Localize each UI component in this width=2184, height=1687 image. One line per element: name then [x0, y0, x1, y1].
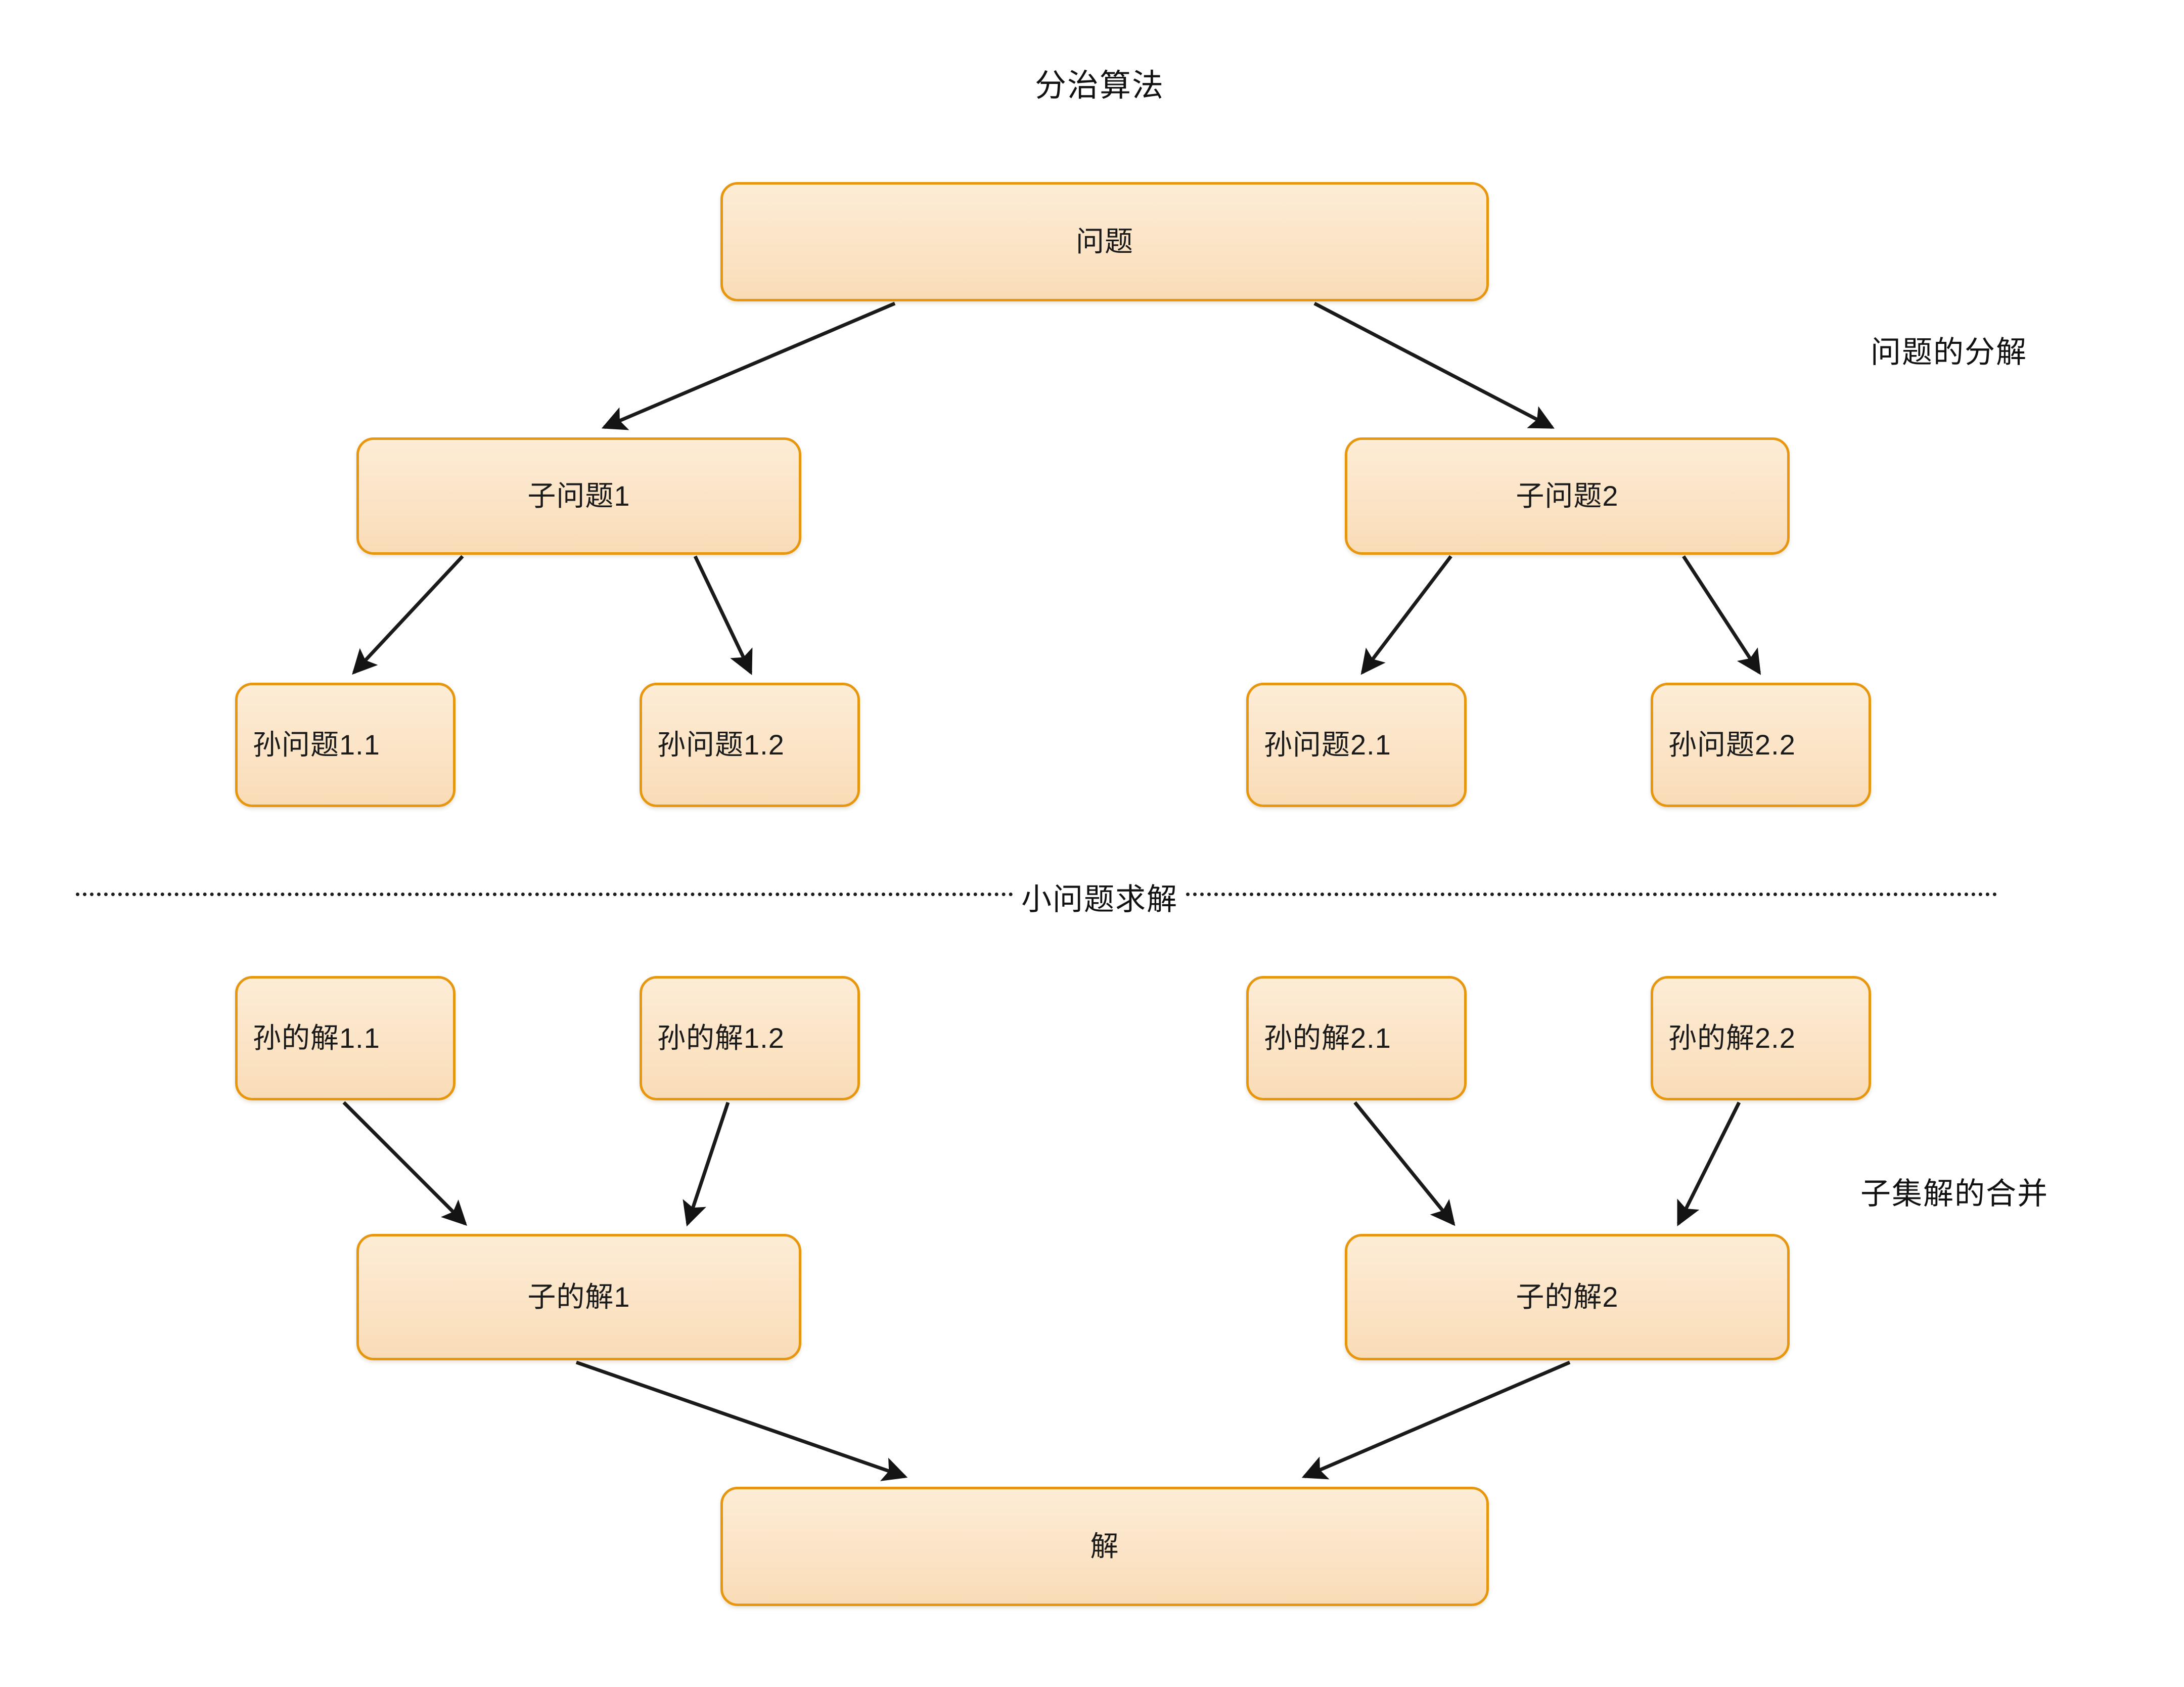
- edge-sub1-to-gsub12: [693, 555, 753, 676]
- node-label: 孙问题2.1: [1264, 729, 1391, 761]
- phase-label-combination: 子集解的合并: [1860, 1177, 2049, 1211]
- edge-sub2-to-gsub22: [1682, 555, 1761, 675]
- node-gsub22[interactable]: 孙问题2.2: [1651, 683, 1871, 807]
- node-label: 孙问题2.2: [1668, 729, 1796, 761]
- node-label: 子问题2: [1516, 480, 1619, 512]
- divider-line-left: [76, 893, 1013, 896]
- node-problem[interactable]: 问题: [720, 182, 1489, 301]
- edge-problem-to-sub2: [1313, 301, 1555, 429]
- edge-sol2-to-solution: [1301, 1360, 1571, 1480]
- edge-problem-to-sub1: [601, 301, 896, 430]
- edge-sub1-to-gsub11: [352, 555, 464, 675]
- node-label: 孙的解1.1: [253, 1022, 380, 1054]
- node-label: 子的解2: [1516, 1281, 1619, 1313]
- phase-label-decomposition: 问题的分解: [1871, 335, 2027, 369]
- diagram-title: 分治算法: [1035, 68, 1165, 103]
- node-sub1[interactable]: 子问题1: [356, 437, 801, 555]
- edge-sol1-to-solution: [575, 1360, 908, 1481]
- divider-label: 小问题求解: [1013, 875, 1186, 919]
- node-gsol12[interactable]: 孙的解1.2: [640, 976, 860, 1100]
- node-sol2[interactable]: 子的解2: [1345, 1234, 1790, 1360]
- node-gsub12[interactable]: 孙问题1.2: [640, 683, 860, 807]
- node-gsub11[interactable]: 孙问题1.1: [235, 683, 456, 807]
- node-label: 孙的解2.1: [1264, 1022, 1391, 1054]
- node-gsub21[interactable]: 孙问题2.1: [1246, 683, 1467, 807]
- node-gsol22[interactable]: 孙的解2.2: [1651, 976, 1871, 1100]
- node-label: 解: [1090, 1530, 1119, 1563]
- edge-gsol11-to-sol1: [342, 1101, 467, 1226]
- node-sol1[interactable]: 子的解1: [356, 1234, 801, 1360]
- node-label: 孙问题1.2: [657, 729, 785, 761]
- node-label: 问题: [1076, 226, 1133, 258]
- node-label: 子的解1: [527, 1281, 630, 1313]
- edge-gsol12-to-sol1: [682, 1101, 730, 1227]
- node-label: 孙的解2.2: [1668, 1022, 1796, 1054]
- edge-gsol22-to-sol2: [1676, 1101, 1741, 1227]
- node-sub2[interactable]: 子问题2: [1345, 437, 1790, 555]
- node-label: 孙的解1.2: [657, 1022, 785, 1054]
- node-solution[interactable]: 解: [720, 1487, 1489, 1606]
- node-label: 孙问题1.1: [253, 729, 380, 761]
- edge-gsol21-to-sol2: [1353, 1101, 1455, 1226]
- node-gsol21[interactable]: 孙的解2.1: [1246, 976, 1467, 1100]
- node-gsol11[interactable]: 孙的解1.1: [235, 976, 456, 1100]
- node-label: 子问题1: [527, 480, 630, 512]
- edge-sub2-to-gsub21: [1360, 555, 1452, 675]
- divider-line-right: [1186, 893, 1997, 896]
